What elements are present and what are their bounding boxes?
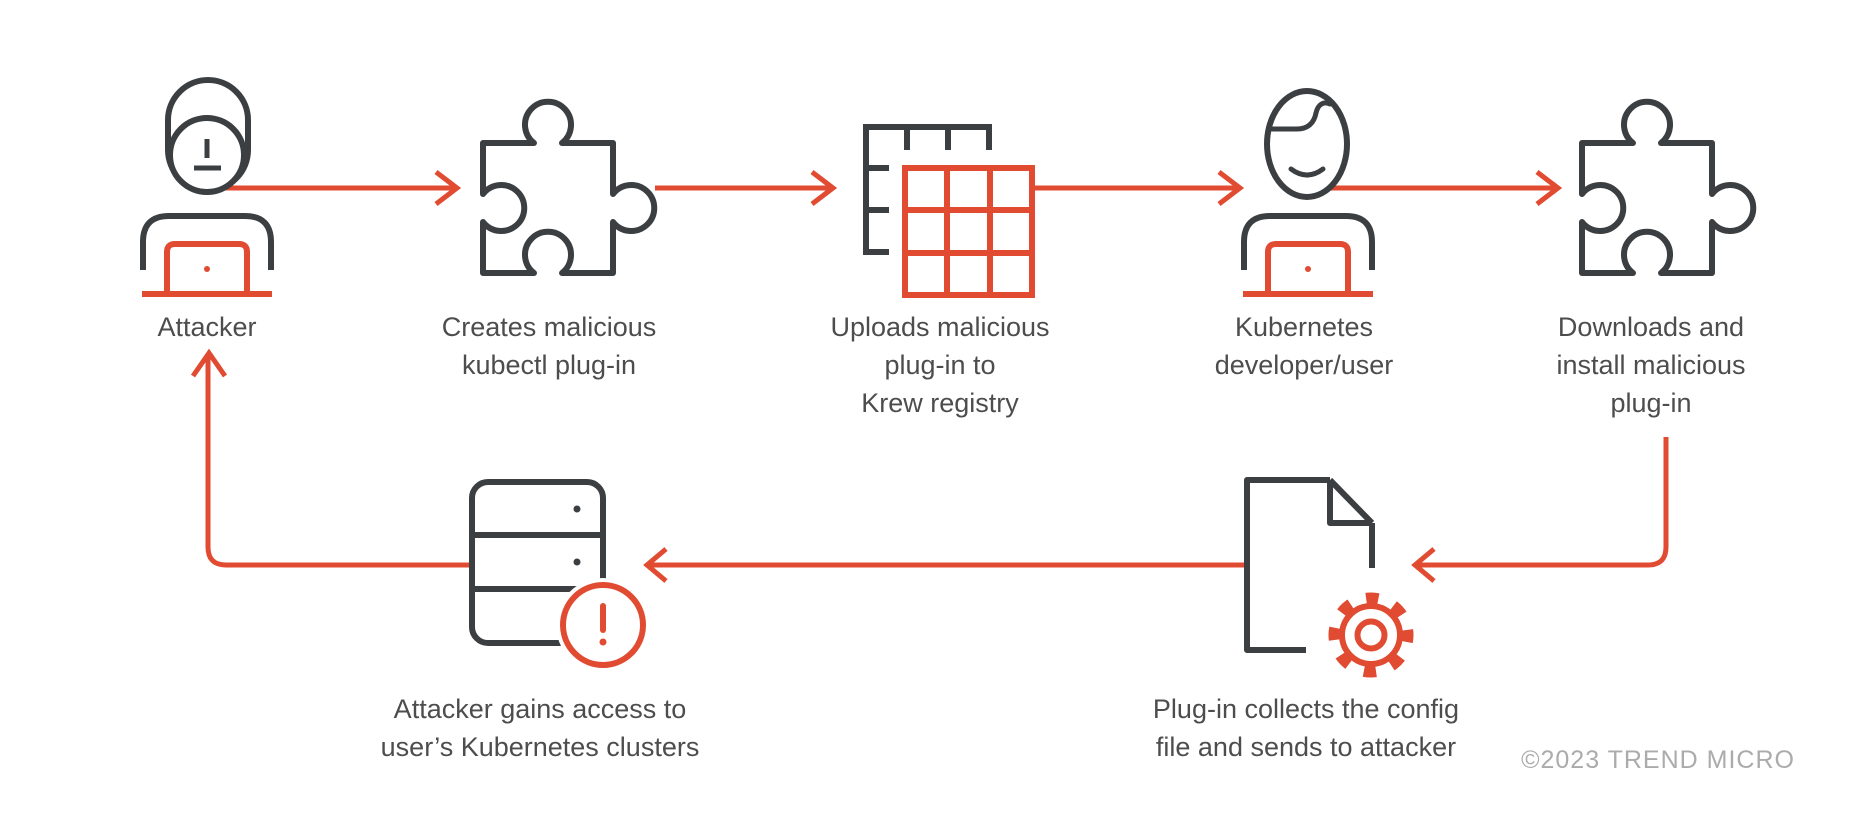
copyright-watermark: ©2023 TREND MICRO — [1521, 746, 1795, 774]
developer-laptop-dot — [1305, 266, 1311, 272]
attacker-shoulders — [140, 213, 274, 270]
gear — [1328, 592, 1414, 678]
label-attacker: Attacker — [157, 312, 257, 342]
document-gear-icon — [1244, 477, 1427, 691]
label-collect-config: Plug-in collects the config file and sen… — [1152, 694, 1460, 762]
label-krew-registry: Uploads malicious plug-in to Krew regist… — [830, 312, 1050, 418]
arrow-registry-to-developer — [1032, 170, 1245, 206]
arrow-developer-to-download — [1330, 170, 1563, 206]
server-body — [469, 479, 606, 646]
label-gain-access: Attacker gains access to user’s Kubernet… — [380, 694, 700, 762]
arrow-create-to-registry — [655, 170, 838, 206]
developer-shoulders — [1241, 213, 1375, 270]
alert-exclamation-dot — [599, 638, 607, 646]
arrow-collect-to-gain — [643, 547, 1247, 583]
server-alert-icon — [469, 479, 650, 672]
server-led-dot — [573, 558, 581, 566]
registry-grid-icon — [863, 124, 1035, 298]
label-download-plugin: Downloads and install malicious plug-in — [1556, 312, 1746, 418]
developer-with-laptop-icon — [1241, 88, 1375, 297]
puzzle-piece-icon — [1579, 98, 1757, 276]
flow-arrows — [190, 170, 1669, 583]
registry-grid — [902, 165, 1035, 298]
developer-smile — [1288, 166, 1326, 178]
config-file — [1244, 477, 1375, 653]
label-create-plugin: Creates malicious kubectl plug-in — [441, 312, 657, 380]
arrow-gain-to-attacker — [190, 348, 472, 568]
hooded-attacker-with-laptop-icon — [140, 77, 274, 297]
attacker-face-mark — [194, 139, 221, 171]
puzzle-piece-icon — [480, 98, 658, 276]
attacker-laptop-dot — [204, 266, 210, 272]
server-dividers — [472, 532, 603, 592]
label-developer: Kubernetes developer/user — [1214, 312, 1394, 380]
arrow-download-to-collect — [1411, 437, 1669, 583]
server-led-dot — [573, 505, 581, 513]
registry-back-frame — [863, 124, 992, 255]
developer-face — [1264, 88, 1350, 200]
arrow-attacker-to-create — [226, 170, 462, 206]
developer-hair — [1266, 100, 1333, 132]
